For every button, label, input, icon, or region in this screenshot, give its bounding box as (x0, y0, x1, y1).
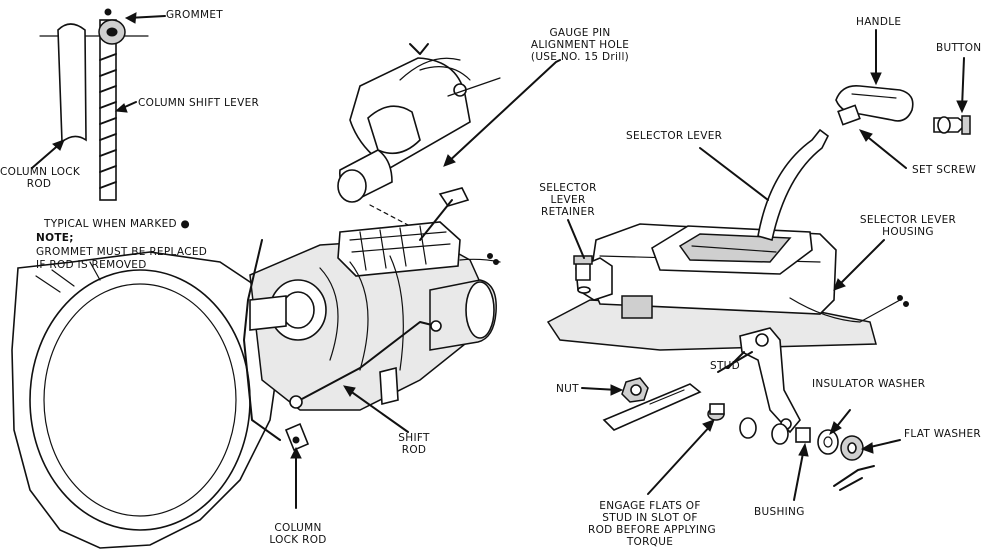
label-column-lock-rod-top-2: ROD (26, 178, 52, 190)
shift-lever-stripes (99, 53, 117, 189)
label-column-shift-lever: COLUMN SHIFT LEVER (138, 97, 260, 109)
label-grommet-replace-1: GROMMET MUST BE REPLACED (36, 246, 208, 258)
steering-column-end (337, 43, 561, 226)
label-note: NOTE; (36, 232, 74, 244)
label-retainer-2: LEVER (550, 194, 586, 206)
label-engage-1: ENGAGE FLATS OF (599, 500, 701, 512)
label-gauge-pin-3: (USE NO. 15 Drill) (530, 51, 630, 63)
label-column-lock-rod-bottom-1: COLUMN (274, 522, 322, 534)
label-housing-2: HOUSING (882, 226, 934, 238)
selector-housing-assembly (546, 29, 971, 501)
label-handle: HANDLE (856, 16, 902, 28)
label-gauge-pin-2: ALIGNMENT HOLE (530, 39, 630, 51)
label-bushing: BUSHING (754, 506, 805, 518)
transmission-assembly (11, 187, 501, 549)
label-retainer-1: SELECTOR (539, 182, 597, 194)
label-engage-3: ROD BEFORE APPLYING (588, 524, 716, 536)
label-engage-4: TORQUE (626, 536, 674, 548)
label-grommet-replace-2: IF ROD IS REMOVED (36, 259, 147, 271)
label-button: BUTTON (936, 42, 982, 54)
label-gauge-pin-1: GAUGE PIN (549, 27, 611, 39)
label-retainer-3: RETAINER (541, 206, 595, 218)
label-grommet: GROMMET (166, 9, 223, 21)
label-selector-lever: SELECTOR LEVER (626, 130, 723, 142)
label-flat-washer: FLAT WASHER (904, 428, 982, 440)
label-set-screw: SET SCREW (912, 164, 977, 176)
label-column-lock-rod-top-1: COLUMN LOCK (0, 166, 81, 178)
label-insulator-washer: INSULATOR WASHER (812, 378, 926, 390)
label-column-lock-rod-bottom-2: LOCK ROD (269, 534, 327, 546)
label-typical-when-marked: TYPICAL WHEN MARKED ● (44, 218, 191, 230)
label-nut: NUT (556, 383, 579, 395)
grommet-detail (31, 8, 166, 201)
label-housing-1: SELECTOR LEVER (859, 214, 957, 226)
label-shift-rod-2: ROD (401, 444, 427, 456)
label-stud: STUD (710, 360, 741, 372)
label-shift-rod-1: SHIFT (398, 432, 430, 444)
label-engage-2: STUD IN SLOT OF (602, 512, 698, 524)
